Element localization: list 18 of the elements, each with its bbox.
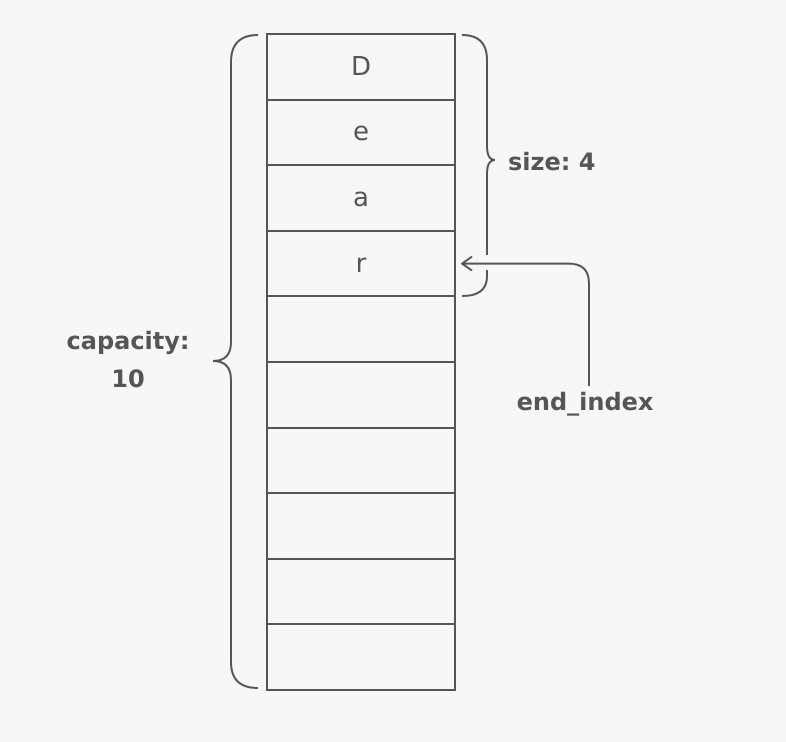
array-cell	[266, 98, 456, 166]
array-cell	[266, 623, 456, 691]
array-cell	[266, 33, 456, 101]
pointer-label: end_index	[508, 386, 662, 418]
array-cell	[266, 361, 456, 429]
array-cell	[266, 295, 456, 363]
array-cell	[266, 164, 456, 232]
cell-letter: r	[356, 248, 366, 279]
arrow	[461, 256, 590, 386]
array-cell	[266, 558, 456, 626]
cell-letter: e	[353, 117, 369, 148]
array-cell	[266, 492, 456, 560]
cell-letter: a	[353, 182, 369, 213]
capacity-label: capacity: 10	[66, 326, 190, 395]
size-label: size: 4	[508, 147, 596, 178]
array-cell	[266, 230, 456, 298]
array-cell	[266, 426, 456, 494]
cell-letter: D	[350, 52, 372, 82]
